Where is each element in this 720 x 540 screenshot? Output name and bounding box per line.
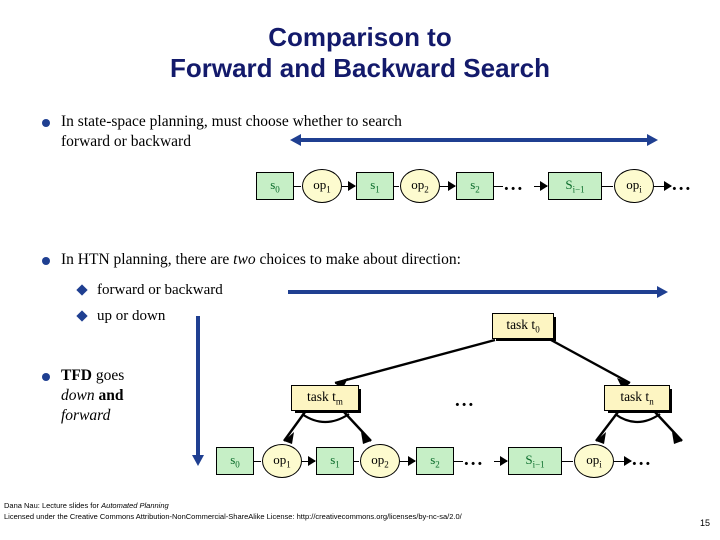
bullet-2-post: choices to make about direction: — [255, 251, 461, 268]
diamond-bullet-icon — [76, 310, 88, 322]
task-node-tn: task tn — [604, 385, 670, 411]
chain-connector — [400, 461, 415, 463]
chain-connector — [440, 186, 455, 188]
chain-connector — [602, 186, 613, 188]
chain-ellipsis: ... — [632, 449, 653, 470]
bullet-2-pre: In HTN planning, there are — [61, 251, 234, 268]
state-node-s0: s0 — [256, 172, 294, 200]
operator-node-op1: op1 — [302, 169, 342, 203]
node-label: s1 — [370, 177, 380, 195]
state-space-chain-top: s0 op1 s1 op2 s2... Si−1 opi... — [252, 168, 720, 204]
sub-bullet-1-label: forward or backward — [97, 282, 223, 298]
bullet-state-space-planning: In state-space planning, must choose whe… — [42, 112, 542, 152]
tree-ellipsis: ... — [455, 390, 476, 411]
node-label: op2 — [411, 177, 429, 195]
bullet-2-text: In HTN planning, there are two choices t… — [61, 250, 461, 270]
state-node-s2: s2 — [416, 447, 454, 475]
chain-arrowhead — [348, 180, 356, 191]
footer-line-1: Dana Nau: Lecture slides for Automated P… — [4, 501, 169, 510]
bullet-dot-icon — [42, 257, 50, 265]
state-node-s0: s0 — [216, 447, 254, 475]
bullet-tfd: TFD goes down and forward — [42, 366, 192, 426]
node-label: s2 — [470, 177, 480, 195]
state-node-s1: s1 — [316, 447, 354, 475]
task-tn-label: task tn — [620, 389, 654, 407]
bullet-htn-planning: In HTN planning, there are two choices t… — [42, 250, 562, 270]
title-line-1: Comparison to — [268, 22, 452, 52]
chain-connector — [294, 186, 301, 188]
sub-bullet-forward-or-backward: forward or backward — [76, 280, 223, 300]
footer-line-2: Licensed under the Creative Commons Attr… — [4, 512, 462, 521]
operator-node-op2: op2 — [360, 444, 400, 478]
bullet-3-forward: forward — [61, 407, 111, 424]
bullet-3-down: down — [61, 387, 95, 404]
state-node-Si−1: Si−1 — [508, 447, 562, 475]
page-number: 15 — [699, 518, 710, 528]
state-node-Si−1: Si−1 — [548, 172, 602, 200]
bullet-1-line-1: In state-space planning, must choose whe… — [61, 113, 402, 130]
chain-ellipsis: ... — [672, 174, 693, 195]
chain-arrowhead — [540, 180, 548, 191]
chain-connector — [454, 461, 463, 463]
node-label: op1 — [313, 177, 331, 195]
chain-arrowhead — [664, 180, 672, 191]
node-label: opi — [626, 177, 642, 195]
bullet-3-and: and — [94, 387, 124, 404]
node-label: Si−1 — [525, 452, 545, 470]
task-t0-label: task t0 — [506, 317, 540, 335]
bullet-3-tfd: TFD — [61, 367, 92, 384]
chain-connector — [354, 461, 359, 463]
state-space-chain-bottom: s0 op1 s1 op2 s2... Si−1 opi... — [212, 443, 720, 479]
node-label: Si−1 — [565, 177, 585, 195]
downward-direction-arrow — [192, 316, 204, 466]
bullet-1-text: In state-space planning, must choose whe… — [61, 112, 402, 152]
node-label: s2 — [430, 452, 440, 470]
chain-connector — [614, 461, 631, 463]
node-label: s0 — [270, 177, 280, 195]
bullet-1-line-2: forward or backward — [61, 133, 191, 150]
chain-arrowhead — [500, 455, 508, 466]
operator-node-op1: op1 — [262, 444, 302, 478]
state-node-s1: s1 — [356, 172, 394, 200]
chain-arrowhead — [308, 455, 316, 466]
sub-bullet-up-or-down: up or down — [76, 306, 166, 326]
node-label: op2 — [371, 452, 389, 470]
chain-connector — [494, 186, 503, 188]
operator-node-opi: opi — [574, 444, 614, 478]
chain-connector — [254, 461, 261, 463]
state-node-s2: s2 — [456, 172, 494, 200]
bullet-2-emphasis: two — [233, 251, 256, 268]
bullet-dot-icon — [42, 119, 50, 127]
chain-arrowhead — [624, 455, 632, 466]
node-label: s1 — [330, 452, 340, 470]
operator-node-op2: op2 — [400, 169, 440, 203]
node-label: s0 — [230, 452, 240, 470]
footer-credits: Dana Nau: Lecture slides for Automated P… — [4, 500, 462, 522]
chain-connector — [654, 186, 671, 188]
bidirectional-search-arrow — [290, 134, 658, 146]
chain-connector — [394, 186, 399, 188]
page-title: Comparison to Forward and Backward Searc… — [0, 22, 720, 84]
task-node-t0: task t0 — [492, 313, 554, 339]
bullet-3-goes: goes — [92, 367, 125, 384]
node-label: op1 — [273, 452, 291, 470]
sub-bullet-2-label: up or down — [97, 308, 166, 324]
diamond-bullet-icon — [76, 284, 88, 296]
task-node-tm: task tm — [291, 385, 359, 411]
chain-arrowhead — [408, 455, 416, 466]
bullet-dot-icon — [42, 373, 50, 381]
chain-ellipsis: ... — [504, 174, 525, 195]
task-tm-label: task tm — [307, 389, 343, 407]
forward-direction-arrow — [288, 286, 668, 298]
title-line-2: Forward and Backward Search — [169, 53, 551, 83]
chain-arrowhead — [448, 180, 456, 191]
node-label: opi — [586, 452, 602, 470]
chain-ellipsis: ... — [464, 449, 485, 470]
operator-node-opi: opi — [614, 169, 654, 203]
chain-connector — [562, 461, 573, 463]
bullet-3-text: TFD goes down and forward — [61, 366, 124, 426]
